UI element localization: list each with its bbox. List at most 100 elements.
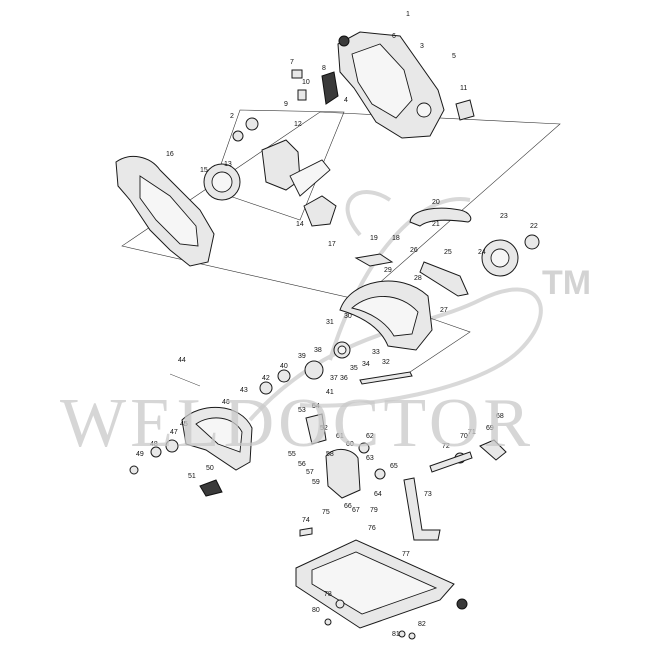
rip-fence-part: [403, 477, 441, 541]
brush-holder-part: [303, 195, 337, 227]
lever-part: [419, 261, 469, 297]
part-number-44: 44: [178, 357, 186, 364]
part-number-32: 32: [382, 359, 390, 366]
part-number-11: 11: [460, 85, 467, 92]
part-number-41: 41: [326, 389, 334, 396]
part-number-24: 24: [478, 249, 486, 256]
part-number-14: 14: [296, 221, 304, 228]
part-number-57: 57: [306, 469, 314, 476]
part-number-31: 31: [326, 319, 334, 326]
part-number-70: 70: [460, 433, 468, 440]
part-number-34: 34: [362, 361, 370, 368]
part-number-15: 15: [200, 167, 208, 174]
part-number-81: 81: [392, 631, 400, 638]
part-number-36: 36: [340, 375, 348, 382]
armature-part: [261, 139, 331, 197]
part-number-4: 4: [344, 97, 348, 104]
part-number-2: 2: [230, 113, 234, 120]
part-number-8: 8: [322, 65, 326, 72]
part-number-39: 39: [298, 353, 306, 360]
part-number-42: 42: [262, 375, 270, 382]
part-number-48: 48: [150, 441, 158, 448]
part-number-5: 5: [452, 53, 456, 60]
part-number-12: 12: [294, 121, 302, 128]
motor-housing-part: [337, 31, 445, 139]
part-number-72: 72: [442, 443, 450, 450]
part-number-74: 74: [302, 517, 310, 524]
part-number-69: 69: [486, 425, 494, 432]
guide-box-upper: [121, 109, 561, 301]
part-number-77: 77: [402, 551, 410, 558]
part-number-26: 26: [410, 247, 418, 254]
part-number-62: 62: [366, 433, 374, 440]
part-number-23: 23: [500, 213, 508, 220]
gear-part: [481, 234, 540, 277]
part-number-67: 67: [352, 507, 360, 514]
part-number-51: 51: [188, 473, 196, 480]
part-number-3: 3: [420, 43, 424, 50]
part-number-13: 13: [224, 161, 232, 168]
part-number-73: 73: [424, 491, 432, 498]
small-parts-upper: [232, 69, 475, 142]
part-number-58: 58: [326, 451, 334, 458]
part-number-47: 47: [170, 429, 178, 436]
part-number-75: 75: [322, 509, 330, 516]
base-small-parts: [299, 527, 416, 640]
part-number-10: 10: [302, 79, 310, 86]
part-number-71: 71: [468, 429, 476, 436]
part-number-65: 65: [390, 463, 398, 470]
guard-small-parts: [129, 373, 223, 497]
part-number-64: 64: [374, 491, 382, 498]
part-number-78: 78: [324, 591, 332, 598]
part-number-33: 33: [372, 349, 380, 356]
part-number-66: 66: [344, 503, 352, 510]
blade-guard-part: [339, 280, 433, 351]
part-number-9: 9: [284, 101, 288, 108]
part-number-16: 16: [166, 151, 174, 158]
part-number-80: 80: [312, 607, 320, 614]
part-number-25: 25: [444, 249, 452, 256]
handle-bar-part: [354, 207, 472, 267]
part-number-18: 18: [392, 235, 400, 242]
part-number-27: 27: [440, 307, 448, 314]
part-number-30: 30: [344, 313, 352, 320]
fan-part: [203, 163, 241, 201]
part-number-52: 52: [320, 425, 328, 432]
part-number-20: 20: [432, 199, 440, 206]
watermark-swoosh: [248, 190, 543, 422]
part-number-79: 79: [370, 507, 378, 514]
part-number-63: 63: [366, 455, 374, 462]
part-number-28: 28: [414, 275, 422, 282]
part-number-45: 45: [180, 421, 188, 428]
part-number-60: 60: [346, 441, 354, 448]
part-number-82: 82: [418, 621, 426, 628]
part-number-19: 19: [370, 235, 378, 242]
part-number-43: 43: [240, 387, 248, 394]
part-number-76: 76: [368, 525, 376, 532]
part-number-46: 46: [222, 399, 230, 406]
handle-housing-part: [115, 155, 215, 267]
part-number-7: 7: [290, 59, 294, 66]
part-number-21: 21: [432, 221, 440, 228]
spindle-bearings-part: [259, 341, 413, 395]
part-number-17: 17: [328, 241, 336, 248]
part-number-38: 38: [314, 347, 322, 354]
depth-bracket-part: [305, 413, 361, 499]
part-number-29: 29: [384, 267, 392, 274]
part-number-49: 49: [136, 451, 144, 458]
part-number-50: 50: [206, 465, 214, 472]
part-number-6: 6: [392, 33, 396, 40]
part-number-68: 68: [496, 413, 504, 420]
lower-guard-part: [181, 407, 253, 471]
watermark-text: WELDOCTOR: [60, 385, 535, 462]
part-number-59: 59: [312, 479, 320, 486]
part-number-40: 40: [280, 363, 288, 370]
base-plate-part: [295, 539, 468, 629]
part-number-56: 56: [298, 461, 306, 468]
part-number-61: 61: [336, 433, 344, 440]
part-number-54: 54: [312, 403, 320, 410]
bevel-parts: [358, 439, 507, 480]
part-number-55: 55: [288, 451, 296, 458]
